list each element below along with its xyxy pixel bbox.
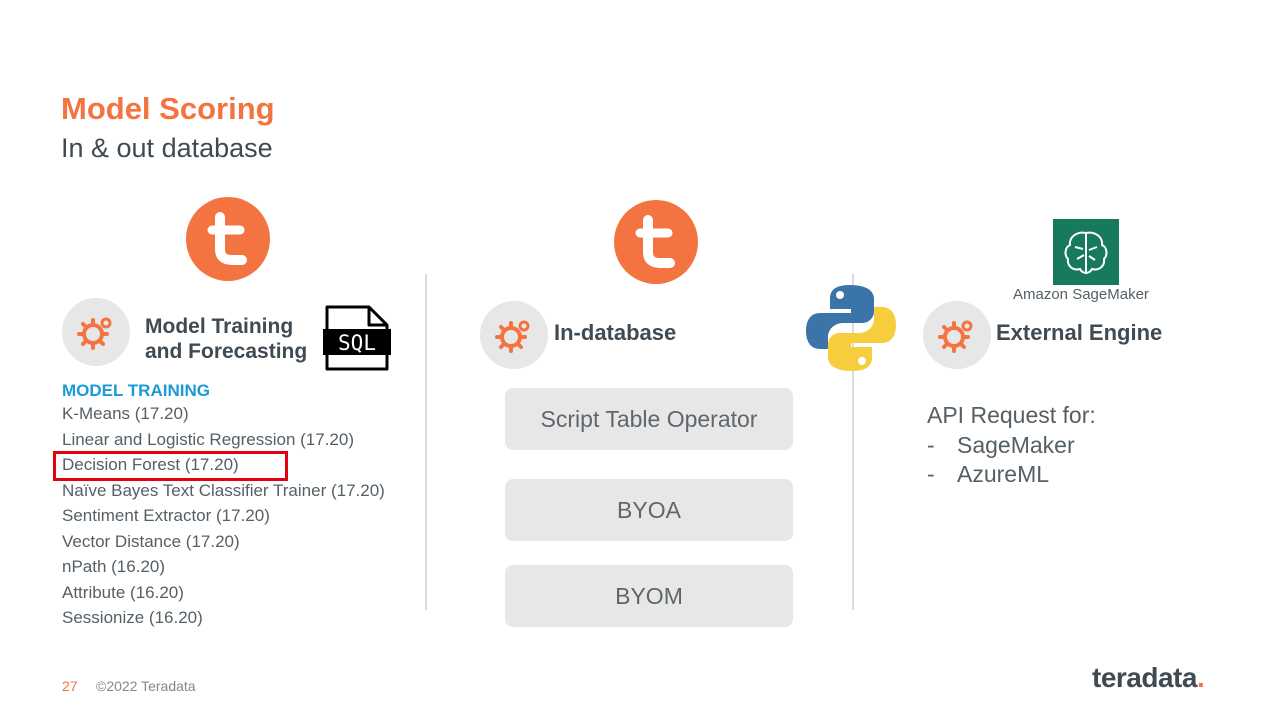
- api-title: API Request for:: [927, 402, 1096, 428]
- heading-line: Model Training: [145, 315, 294, 338]
- model-training-label: MODEL TRAINING: [62, 381, 210, 400]
- copyright: ©2022 Teradata: [96, 678, 196, 694]
- column-divider: [425, 274, 427, 610]
- teradata-logo-icon: [186, 197, 270, 281]
- list-item: Vector Distance (17.20): [62, 531, 240, 551]
- heading-line: and Forecasting: [145, 340, 308, 363]
- list-item: Sentiment Extractor (17.20): [62, 506, 270, 525]
- sagemaker-icon: [1053, 219, 1119, 285]
- python-logo-icon: [804, 281, 898, 375]
- list-item: K-Means (17.20): [62, 404, 189, 423]
- gear-icon: [480, 301, 548, 369]
- gear-icon: [923, 301, 991, 369]
- column-divider: [852, 274, 854, 610]
- page-subtitle: In & out database: [61, 133, 273, 163]
- dash: -: [927, 431, 935, 458]
- list-item: -SageMaker: [927, 432, 1096, 462]
- teradata-wordmark: teradata.: [1092, 662, 1205, 694]
- svg-text:SQL: SQL: [338, 331, 376, 355]
- teradata-logo-icon: [614, 200, 698, 284]
- list-item: nPath (16.20): [62, 557, 166, 576]
- external-engine-heading: External Engine: [996, 320, 1163, 345]
- list-item: -AzureML: [927, 461, 1096, 491]
- list-item: Sessionize (16.20): [62, 608, 203, 627]
- model-training-list: K-Means (17.20) Linear and Logistic Regr…: [62, 403, 385, 633]
- sql-file-icon: SQL: [323, 303, 391, 373]
- api-request-block: API Request for: -SageMaker -AzureML: [927, 402, 1096, 491]
- list-item: Naïve Bayes Text Classifier Trainer (17.…: [62, 480, 385, 500]
- byoa-box: BYOA: [505, 479, 793, 541]
- gear-icon: [62, 298, 130, 366]
- brand-text: teradata: [1092, 662, 1197, 693]
- in-database-heading: In-database: [554, 320, 677, 345]
- model-training-heading: Model Training and Forecasting: [145, 314, 307, 364]
- sagemaker-label: Amazon SageMaker: [1013, 286, 1149, 303]
- brand-dot: .: [1196, 662, 1205, 693]
- api-item: SageMaker: [957, 431, 1075, 458]
- highlight-box: [53, 451, 288, 481]
- page-number: 27: [62, 678, 78, 694]
- script-table-operator-box: Script Table Operator: [505, 388, 793, 450]
- list-item: Attribute (16.20): [62, 582, 184, 602]
- dash: -: [927, 461, 935, 487]
- api-item: AzureML: [957, 461, 1050, 487]
- byom-box: BYOM: [505, 565, 793, 627]
- list-item: Decision Forest (17.20): [62, 455, 239, 474]
- list-item: Linear and Logistic Regression (17.20): [62, 429, 355, 449]
- page-title: Model Scoring: [61, 91, 275, 126]
